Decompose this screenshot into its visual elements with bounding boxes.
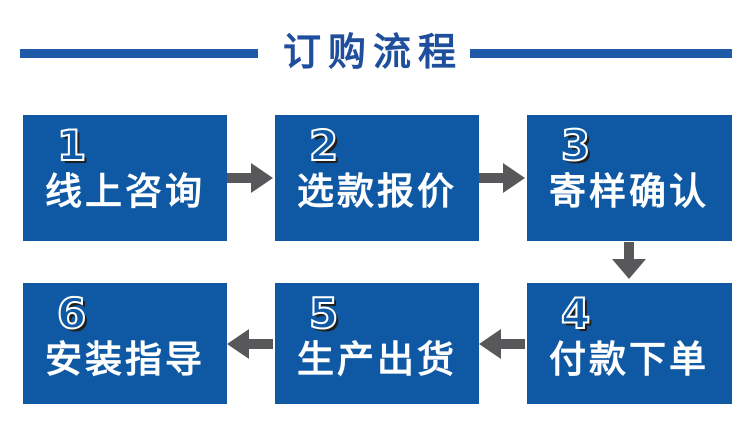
step-label-6: 安装指导 xyxy=(45,338,205,381)
step-number-2: 2 xyxy=(308,121,339,170)
step-label-3: 寄样确认 xyxy=(549,170,709,213)
step-number-3: 3 xyxy=(560,121,591,170)
arrow-left-icon xyxy=(227,329,273,359)
page-title: 订购流程 xyxy=(283,30,464,74)
arrow-right-icon xyxy=(227,163,273,193)
arrow-shaft xyxy=(499,339,525,349)
step-box-2: 2 选款报价 xyxy=(275,115,479,241)
step-box-6: 6 安装指导 xyxy=(23,283,227,404)
arrow-down-icon xyxy=(612,242,646,279)
step-box-5: 5 生产出货 xyxy=(275,283,479,404)
arrow-head xyxy=(612,259,646,279)
step-label-5: 生产出货 xyxy=(297,338,457,381)
title-right-line xyxy=(470,49,732,58)
step-number-5: 5 xyxy=(308,289,339,338)
arrow-head xyxy=(503,163,525,193)
step-number-4: 4 xyxy=(560,289,591,338)
step-label-1: 线上咨询 xyxy=(45,170,205,213)
step-number-6: 6 xyxy=(56,289,87,338)
step-label-2: 选款报价 xyxy=(297,170,457,213)
step-number-1: 1 xyxy=(56,121,87,170)
arrow-right-icon xyxy=(479,163,525,193)
title-left-line xyxy=(20,49,258,58)
arrow-shaft xyxy=(247,339,273,349)
arrow-head xyxy=(479,329,501,359)
step-box-3: 3 寄样确认 xyxy=(527,115,732,241)
step-label-4: 付款下单 xyxy=(549,338,709,381)
arrow-head xyxy=(251,163,273,193)
arrow-shaft xyxy=(624,242,634,260)
arrow-shaft xyxy=(227,173,253,183)
step-box-1: 1 线上咨询 xyxy=(23,115,227,241)
arrow-head xyxy=(227,329,249,359)
arrow-shaft xyxy=(479,173,505,183)
step-box-4: 4 付款下单 xyxy=(527,283,732,404)
arrow-left-icon xyxy=(479,329,525,359)
